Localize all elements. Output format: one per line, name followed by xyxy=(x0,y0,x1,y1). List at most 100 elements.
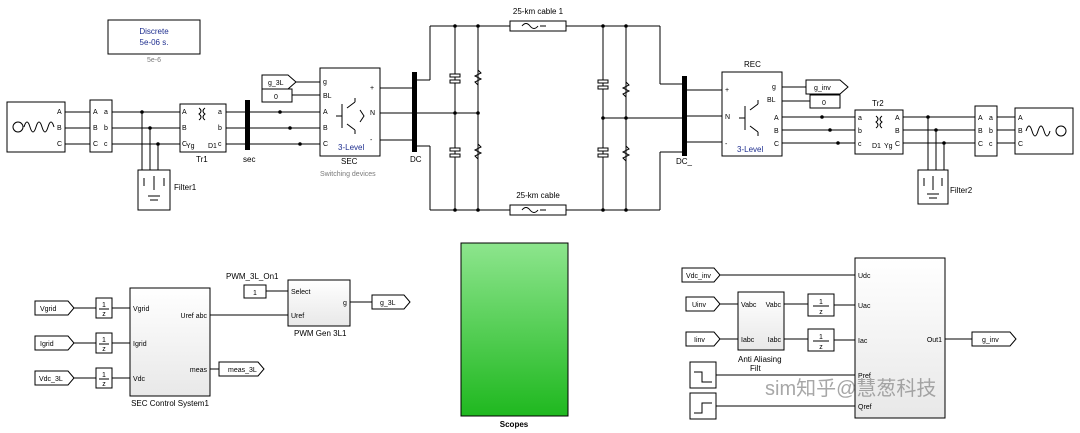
three-phase-measurement-left[interactable]: A B C a b c xyxy=(89,99,113,153)
svg-text:Switching devices: Switching devices xyxy=(320,171,376,178)
dc-link-bank-left[interactable] xyxy=(438,24,483,212)
unit-delay-4[interactable]: 1 z xyxy=(807,293,835,317)
wires-meas-tr1 xyxy=(112,111,180,145)
dc-bus-bar[interactable]: DC xyxy=(410,72,422,164)
three-phase-measurement-right[interactable]: A B C a b c xyxy=(974,105,998,157)
from-tag-ginv[interactable]: g_inv xyxy=(805,79,849,95)
svg-text:Filter2: Filter2 xyxy=(950,186,973,195)
svg-text:0: 0 xyxy=(274,94,278,101)
from-vdcinv[interactable]: Vdc_inv xyxy=(681,267,721,283)
svg-text:g_inv: g_inv xyxy=(982,337,999,344)
cable-top[interactable]: 25-km cable 1 xyxy=(509,7,567,32)
svg-text:Iac: Iac xyxy=(858,338,868,345)
pi-section-icon-2 xyxy=(521,207,546,213)
svg-text:1: 1 xyxy=(102,372,106,379)
goto-ginv[interactable]: g_inv xyxy=(971,331,1017,347)
svg-text:D1: D1 xyxy=(872,143,881,150)
step-qref-block[interactable] xyxy=(689,392,717,420)
svg-text:Iabc: Iabc xyxy=(768,337,782,344)
svg-text:B: B xyxy=(978,128,983,135)
svg-text:+: + xyxy=(725,87,729,94)
from-vgrid[interactable]: Vgrid xyxy=(34,300,75,316)
igbt-icon-2 xyxy=(739,100,759,136)
step-icon xyxy=(694,371,712,383)
step-pref-block[interactable] xyxy=(689,361,717,389)
wires-source-meas xyxy=(65,111,90,145)
svg-text:g_3L: g_3L xyxy=(268,80,284,87)
svg-text:a: a xyxy=(989,115,993,122)
svg-text:C: C xyxy=(895,141,900,148)
svg-text:Vgrid: Vgrid xyxy=(40,306,56,313)
svg-text:A: A xyxy=(895,115,900,122)
transformer-coil-icon xyxy=(198,107,206,121)
pwm-gen-block[interactable]: PWM_3L_On1 Select Uref g PWM Gen 3L1 xyxy=(226,272,351,338)
svg-text:z: z xyxy=(819,309,823,316)
scopes-subsystem[interactable]: Scopes xyxy=(460,242,569,429)
anti-aliasing-filter-block[interactable]: Vabc Iabc Vabc Iabc Anti Aliasing Filt xyxy=(737,291,785,373)
svg-text:z: z xyxy=(102,311,106,318)
inverter-control-block[interactable]: Udc Uac Iac Pref Qref Out1 xyxy=(854,257,946,419)
dc-link-bank-right[interactable] xyxy=(597,24,660,212)
svg-text:a: a xyxy=(218,109,222,116)
unit-delay-2[interactable]: 1 z xyxy=(95,332,113,354)
svg-text:Tr1: Tr1 xyxy=(196,155,208,164)
wires-to-filter1 xyxy=(141,112,159,172)
svg-text:Uac: Uac xyxy=(858,303,871,310)
unit-delay-3[interactable]: 1 z xyxy=(95,367,113,389)
unit-delay-1[interactable]: 1 z xyxy=(95,297,113,319)
svg-text:Out1: Out1 xyxy=(927,337,942,344)
svg-text:z: z xyxy=(102,381,106,388)
from-iinv[interactable]: Iinv xyxy=(685,331,721,347)
svg-text:Scopes: Scopes xyxy=(500,420,529,429)
svg-text:Udc: Udc xyxy=(858,273,871,280)
filter1-block[interactable]: Filter1 xyxy=(137,169,197,211)
rlc-icon-2 xyxy=(923,176,943,199)
svg-text:g: g xyxy=(772,84,776,91)
constant-pwm-select[interactable]: 1 xyxy=(243,284,267,299)
svg-text:Uinv: Uinv xyxy=(692,302,707,309)
rec-converter-block[interactable]: g BL + N - A B C 3-Level REC xyxy=(721,60,783,157)
svg-text:1: 1 xyxy=(102,302,106,309)
from-tag-g3l[interactable]: g_3L xyxy=(261,74,297,90)
unit-delay-5[interactable]: 1 z xyxy=(807,328,835,352)
svg-text:Select: Select xyxy=(291,289,311,296)
svg-text:A: A xyxy=(57,109,62,116)
svg-text:C: C xyxy=(323,141,328,148)
goto-g3l[interactable]: g_3L xyxy=(371,294,411,310)
svg-text:B: B xyxy=(1018,128,1023,135)
sec-converter-block[interactable]: g BL A B C + N - 3-Level SEC Switching d… xyxy=(319,67,381,178)
constant-rec-bl[interactable]: 0 xyxy=(809,94,841,109)
pi-section-icon xyxy=(521,23,546,29)
svg-text:Tr2: Tr2 xyxy=(872,99,884,108)
svg-text:A: A xyxy=(323,109,328,116)
svg-text:z: z xyxy=(819,344,823,351)
dc-bus-bar-2[interactable]: DC_ xyxy=(676,76,693,166)
solver-sample-time: 5e-6 xyxy=(147,57,161,64)
svg-text:PWM Gen 3L1: PWM Gen 3L1 xyxy=(294,329,347,338)
svg-text:A: A xyxy=(978,115,983,122)
svg-text:D1: D1 xyxy=(208,143,217,150)
svg-text:C: C xyxy=(93,141,98,148)
igbt-icon xyxy=(336,98,365,134)
sec-control-system-block[interactable]: Vgrid Igrid Vdc Uref abc meas SEC Contro… xyxy=(129,287,211,408)
goto-meas3l[interactable]: meas_3L xyxy=(218,361,265,377)
three-phase-source-left[interactable]: A B C xyxy=(6,101,66,153)
from-igrid[interactable]: Igrid xyxy=(34,335,75,351)
sec-bus-bar[interactable]: sec xyxy=(243,100,255,164)
svg-text:-: - xyxy=(725,141,728,148)
from-vdc3l[interactable]: Vdc_3L xyxy=(34,370,75,386)
svg-text:Yg: Yg xyxy=(186,143,195,150)
constant-sec-bl[interactable]: 0 xyxy=(261,88,293,103)
svg-text:0: 0 xyxy=(822,100,826,107)
powergui-block[interactable]: Discrete 5e-06 s. 5e-6 xyxy=(107,19,201,64)
svg-text:Qref: Qref xyxy=(858,404,872,411)
filter2-block[interactable]: Filter2 xyxy=(917,169,973,205)
three-phase-source-right[interactable]: A B C xyxy=(1014,107,1074,155)
cable-bottom[interactable]: 25-km cable xyxy=(509,191,567,216)
svg-text:Uref abc: Uref abc xyxy=(181,313,208,320)
svg-text:A: A xyxy=(1018,115,1023,122)
from-uinv[interactable]: Uinv xyxy=(685,296,721,312)
svg-text:a: a xyxy=(104,109,108,116)
